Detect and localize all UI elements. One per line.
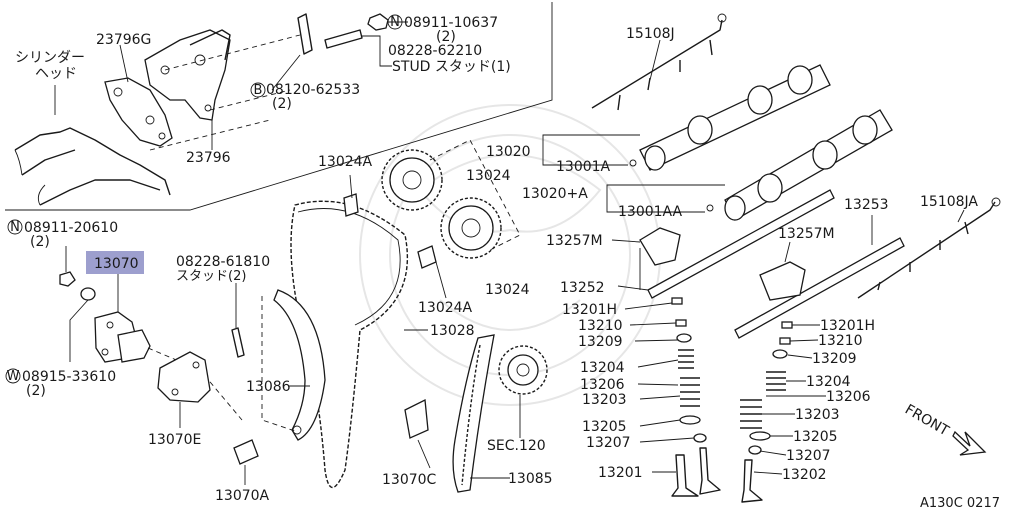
label-13257m-left: 13257M xyxy=(546,233,603,249)
bolt-13024a-lower xyxy=(417,245,437,269)
label-13203-right: 13203 xyxy=(795,407,840,423)
marker-w-letter: W xyxy=(7,369,20,384)
valve-13201 xyxy=(671,454,699,497)
oil-pipe-15108ja xyxy=(857,197,1001,299)
label-13210-right: 13210 xyxy=(818,333,863,349)
label-cylinder-head-2: ヘッド xyxy=(35,66,77,82)
guide-13070c xyxy=(404,398,429,439)
label-13001aa: 13001AA xyxy=(618,204,683,220)
label-13020: 13020 xyxy=(486,144,531,160)
marker-n-left-letter: N xyxy=(10,220,20,235)
plug-13070a xyxy=(233,439,259,465)
label-13206-left: 13206 xyxy=(580,377,625,393)
rocker-arm-left xyxy=(639,227,681,266)
label-stud-2: スタッド(2) xyxy=(176,269,246,284)
label-13252: 13252 xyxy=(560,280,605,296)
oil-pipe-15108j xyxy=(591,13,727,111)
label-13086: 13086 xyxy=(246,379,291,395)
label-13205-right: 13205 xyxy=(793,429,838,445)
label-stud-1: STUD スタッド(1) xyxy=(392,59,511,75)
label-13253: 13253 xyxy=(844,197,889,213)
label-front: FRONT xyxy=(902,402,952,440)
label-13024a-top: 13024A xyxy=(318,154,373,170)
label-08120-62533-qty: (2) xyxy=(272,96,292,112)
front-arrow xyxy=(952,430,987,456)
rocker-arm-right xyxy=(759,261,806,301)
label-13207-left: 13207 xyxy=(586,435,631,451)
label-08911-20610: 08911-20610 xyxy=(24,220,118,236)
valve-stack-right xyxy=(740,321,793,503)
washer-08915 xyxy=(80,287,96,301)
label-13201: 13201 xyxy=(598,465,643,481)
gasket-13070e xyxy=(157,351,211,428)
label-13204-right: 13204 xyxy=(806,374,851,390)
valve-stack-left xyxy=(671,297,721,495)
sprocket-lower xyxy=(440,197,502,259)
crank-sprocket xyxy=(498,345,548,438)
label-23796: 23796 xyxy=(186,150,231,166)
marker-n-top-letter: N xyxy=(390,15,400,30)
highlight-13070 xyxy=(86,251,144,274)
label-08911-10637-qty: (2) xyxy=(436,29,456,45)
label-13210-left: 13210 xyxy=(578,318,623,334)
chain-guide xyxy=(261,289,326,441)
label-13024-top: 13024 xyxy=(466,168,511,184)
cylinder-head-inset xyxy=(5,2,553,211)
bolt-13024a-upper xyxy=(343,193,359,217)
marker-b-letter: B xyxy=(254,83,263,98)
timing-chain xyxy=(290,200,409,489)
label-13024a-mid: 13024A xyxy=(418,300,473,316)
camshaft-upper xyxy=(639,64,831,171)
label-13207-right: 13207 xyxy=(786,448,831,464)
label-13209-right: 13209 xyxy=(812,351,857,367)
rocker-shaft-13253 xyxy=(734,237,905,339)
label-13203-left: 13203 xyxy=(582,392,627,408)
label-15108ja: 15108JA xyxy=(920,194,978,210)
label-15108j: 15108J xyxy=(626,26,675,42)
label-23796g: 23796G xyxy=(96,32,151,48)
label-08911-20610-qty: (2) xyxy=(30,234,50,250)
label-08915-33610: 08915-33610 xyxy=(22,369,116,385)
label-diagram-code: A130C 0217 xyxy=(920,496,1000,511)
label-13204-left: 13204 xyxy=(580,360,625,376)
marker-n-top: N xyxy=(387,14,403,30)
label-13070a: 13070A xyxy=(215,488,270,504)
label-13028: 13028 xyxy=(430,323,475,339)
label-13001a: 13001A xyxy=(556,159,611,175)
leaders-right-stack xyxy=(649,39,965,475)
rocker-shaft-13252 xyxy=(647,189,835,299)
tensioner-guide xyxy=(452,334,495,493)
label-13070: 13070 xyxy=(94,256,139,272)
label-13085: 13085 xyxy=(508,471,553,487)
marker-b: B xyxy=(250,82,266,98)
label-13070e: 13070E xyxy=(148,432,201,448)
chain-tensioner xyxy=(94,270,243,421)
label-13024-mid: 13024 xyxy=(485,282,530,298)
label-13201h-left: 13201H xyxy=(562,302,617,318)
label-08228-62210: 08228-62210 xyxy=(388,43,482,59)
marker-n-left: N xyxy=(7,219,23,235)
label-08915-33610-qty: (2) xyxy=(26,383,46,399)
label-13205-left: 13205 xyxy=(582,419,627,435)
label-13206-right: 13206 xyxy=(826,389,871,405)
label-08228-61810: 08228-61810 xyxy=(176,254,270,270)
label-13070c: 13070C xyxy=(382,472,437,488)
label-13201h-right: 13201H xyxy=(820,318,875,334)
marker-w: W xyxy=(5,368,21,384)
label-13020-a: 13020+A xyxy=(522,186,588,202)
sprocket-upper xyxy=(381,149,443,211)
label-08120-62533: 08120-62533 xyxy=(266,82,360,98)
camshaft-lower xyxy=(724,109,893,221)
label-cylinder-head-1: シリンダー xyxy=(15,50,85,66)
label-13257m-right: 13257M xyxy=(778,226,835,242)
nut-08911-20610 xyxy=(59,271,76,287)
leaders-left-stack xyxy=(611,239,695,473)
label-08911-10637: 08911-10637 xyxy=(404,15,498,31)
label-sec-120: SEC.120 xyxy=(487,438,546,454)
label-13209-left: 13209 xyxy=(578,334,623,350)
label-13202: 13202 xyxy=(782,467,827,483)
stud-08228-61810 xyxy=(231,327,245,358)
